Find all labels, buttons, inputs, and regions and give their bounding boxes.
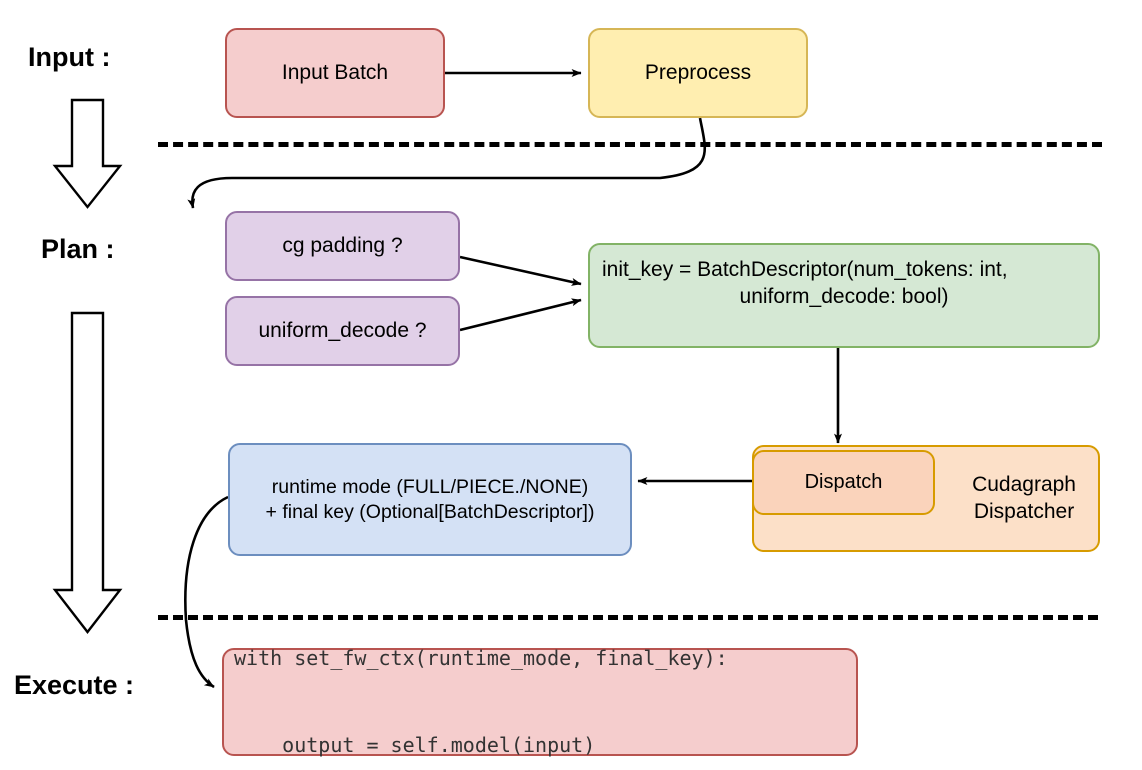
node-runtime-mode-line1: runtime mode (FULL/PIECE./NONE) xyxy=(271,475,589,498)
node-cg-padding[interactable]: cg padding ? xyxy=(225,211,460,281)
node-execute-code-line2: output = self.model(input) xyxy=(234,733,596,757)
node-input-batch-label: Input Batch xyxy=(281,60,389,84)
stage-arrow-plan-to-execute xyxy=(52,311,123,634)
node-runtime-mode-line2: + final key (Optional[BatchDescriptor]) xyxy=(265,500,595,523)
node-uniform-decode[interactable]: uniform_decode ? xyxy=(225,296,460,366)
stage-arrow-input-to-plan xyxy=(52,98,123,209)
node-init-key-line1: init_key = BatchDescriptor(num_tokens: i… xyxy=(602,258,1008,281)
node-init-key-line2: uniform_decode: bool) xyxy=(739,284,949,308)
node-preprocess-label: Preprocess xyxy=(644,60,752,84)
edge-cg-padding-to-init-key xyxy=(459,255,582,286)
node-cg-padding-label: cg padding ? xyxy=(282,233,403,257)
separator-plan-execute xyxy=(158,615,1098,620)
node-cudagraph-dispatcher-line1: Cudagraph xyxy=(972,472,1076,496)
node-dispatch[interactable]: Dispatch xyxy=(752,450,935,515)
node-runtime-mode[interactable]: runtime mode (FULL/PIECE./NONE) + final … xyxy=(228,443,632,556)
stage-label-input: Input : xyxy=(28,42,111,72)
node-execute-code[interactable]: with set_fw_ctx(runtime_mode, final_key)… xyxy=(222,646,858,757)
node-preprocess[interactable]: Preprocess xyxy=(588,28,808,118)
node-input-batch[interactable]: Input Batch xyxy=(225,28,445,118)
edge-preprocess-to-cg-padding xyxy=(187,117,707,209)
stage-label-execute: Execute : xyxy=(14,670,135,700)
node-uniform-decode-label: uniform_decode ? xyxy=(258,318,427,342)
separator-input-plan xyxy=(158,142,1102,147)
node-cudagraph-dispatcher-line2: Dispatcher xyxy=(973,499,1075,523)
node-execute-code-line1: with set_fw_ctx(runtime_mode, final_key)… xyxy=(234,646,728,670)
edge-uniform-decode-to-init-key xyxy=(459,298,582,332)
stage-label-plan: Plan : xyxy=(41,234,115,264)
node-dispatch-label: Dispatch xyxy=(804,470,883,493)
node-init-key[interactable]: init_key = BatchDescriptor(num_tokens: i… xyxy=(588,243,1100,348)
